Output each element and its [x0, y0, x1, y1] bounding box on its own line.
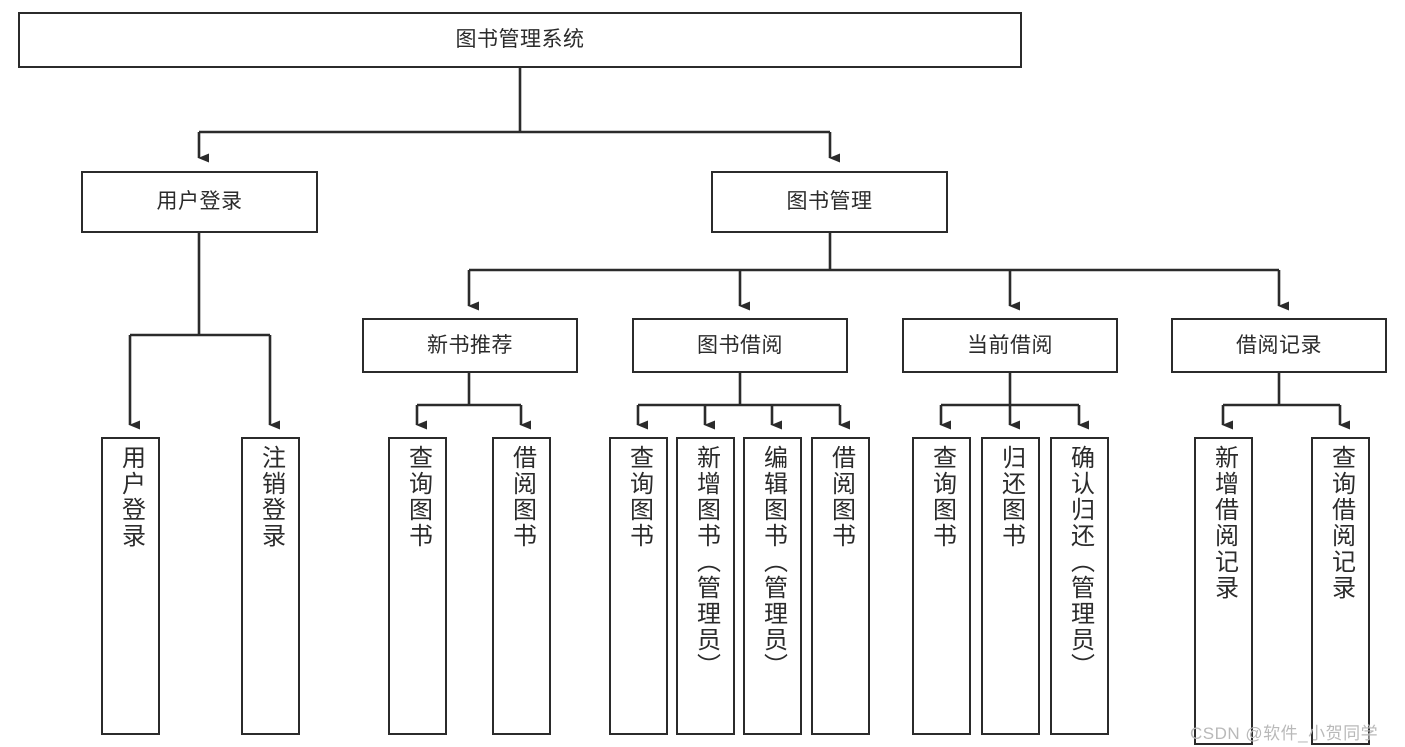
node-leaf-edit-book-admin[interactable]: 编辑图书（管理员）	[743, 437, 802, 735]
node-user-login[interactable]: 用户登录	[81, 171, 318, 233]
node-label: 用户登录	[117, 445, 145, 549]
node-leaf-user-login[interactable]: 用户登录	[101, 437, 160, 735]
node-label: 查询图书	[404, 445, 432, 549]
node-label: 当前借阅	[967, 333, 1053, 357]
node-leaf-return-book[interactable]: 归还图书	[981, 437, 1040, 735]
node-leaf-logout[interactable]: 注销登录	[241, 437, 300, 735]
node-leaf-borrow-book-recommend[interactable]: 借阅图书	[492, 437, 551, 735]
node-label: 查询图书	[625, 445, 653, 549]
node-label: 编辑图书（管理员）	[759, 445, 787, 679]
node-leaf-confirm-return-admin[interactable]: 确认归还（管理员）	[1050, 437, 1109, 735]
node-current-borrow[interactable]: 当前借阅	[902, 318, 1118, 373]
node-label: 图书管理	[786, 190, 873, 214]
node-label: 注销登录	[257, 445, 285, 549]
node-leaf-query-book-recommend[interactable]: 查询图书	[388, 437, 447, 735]
node-label: 用户登录	[156, 190, 243, 214]
node-label: 借阅图书	[827, 445, 855, 549]
node-label: 借阅图书	[508, 445, 536, 549]
node-book-management[interactable]: 图书管理	[711, 171, 948, 233]
node-label: 查询借阅记录	[1327, 445, 1355, 601]
node-leaf-add-book-admin[interactable]: 新增图书（管理员）	[676, 437, 735, 735]
node-label: 图书借阅	[697, 333, 783, 357]
node-label: 借阅记录	[1236, 333, 1322, 357]
node-new-book-recommend[interactable]: 新书推荐	[362, 318, 578, 373]
node-leaf-borrow-book[interactable]: 借阅图书	[811, 437, 870, 735]
node-borrow-records[interactable]: 借阅记录	[1171, 318, 1387, 373]
node-leaf-query-book-current[interactable]: 查询图书	[912, 437, 971, 735]
node-label: 归还图书	[997, 445, 1025, 549]
node-label: 新书推荐	[427, 333, 513, 357]
node-leaf-add-borrow-record[interactable]: 新增借阅记录	[1194, 437, 1253, 745]
node-book-borrow[interactable]: 图书借阅	[632, 318, 848, 373]
node-label: 查询图书	[928, 445, 956, 549]
node-label: 新增借阅记录	[1210, 445, 1238, 601]
watermark-credit: CSDN @软件_小贺同学	[1190, 724, 1379, 743]
node-label: 新增图书（管理员）	[692, 445, 720, 679]
node-leaf-query-book-borrow[interactable]: 查询图书	[609, 437, 668, 735]
node-label: 确认归还（管理员）	[1066, 445, 1094, 679]
node-label: 图书管理系统	[455, 28, 585, 52]
node-leaf-query-borrow-record[interactable]: 查询借阅记录	[1311, 437, 1370, 745]
node-root-system[interactable]: 图书管理系统	[18, 12, 1022, 68]
